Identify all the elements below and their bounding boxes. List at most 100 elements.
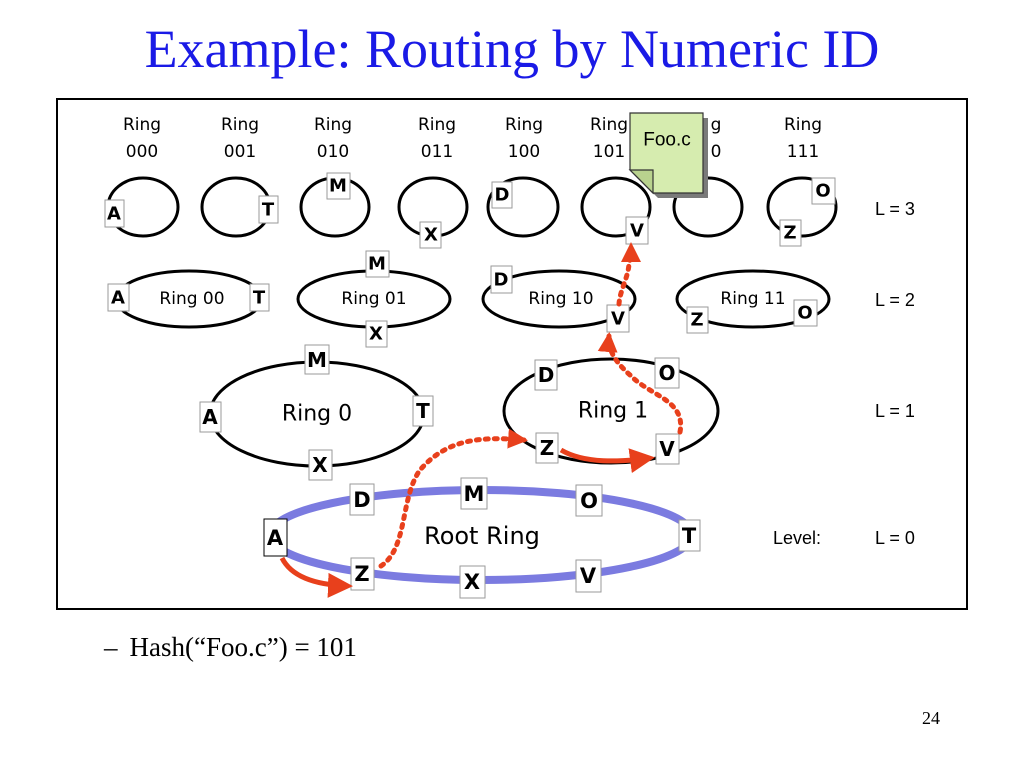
svg-text:Z: Z [690, 310, 703, 331]
ring-0-label: Ring 0 [282, 402, 352, 427]
slide-title: Example: Routing by Numeric ID [144, 19, 880, 79]
svg-text:X: X [464, 570, 480, 594]
node-l3-m: M [326, 172, 351, 200]
bullet-text: Hash(“Foo.c”) = 101 [129, 632, 357, 662]
svg-text:Ring: Ring [418, 115, 456, 135]
node-l3-d: D [491, 181, 513, 209]
svg-text:D: D [494, 270, 509, 291]
svg-text:Ring: Ring [505, 115, 543, 135]
svg-text:100: 100 [508, 142, 540, 162]
root-ring-label: Root Ring [424, 522, 540, 550]
node-l1-t: T [412, 395, 434, 427]
file-icon-foo-c: Foo.c [628, 112, 708, 198]
ring-10-label: Ring 10 [528, 289, 593, 309]
ring-1-label: Ring 1 [578, 399, 648, 424]
node-l0-t: T [678, 519, 701, 552]
svg-text:A: A [111, 288, 125, 309]
node-l3-v: V [625, 216, 649, 245]
ring-00-label: Ring 00 [159, 289, 224, 309]
bullet-hash: –Hash(“Foo.c”) = 101 [104, 632, 357, 663]
svg-text:101: 101 [593, 142, 625, 162]
node-l0-d: D [349, 483, 375, 516]
route-arrow-z-to-v [559, 447, 655, 474]
node-l0-v: V [575, 559, 602, 593]
svg-text:Z: Z [783, 223, 796, 244]
ring-11-label: Ring 11 [720, 289, 785, 309]
ring-label-110: g 0 [711, 115, 722, 162]
svg-text:D: D [353, 488, 370, 512]
svg-text:O: O [658, 361, 675, 385]
route-hop-v-to-ring10 [597, 332, 684, 435]
node-l1-x: X [308, 449, 333, 481]
svg-text:A: A [267, 526, 284, 550]
node-l2-m: M [365, 250, 390, 278]
node-l2-x: X [365, 320, 388, 348]
svg-text:O: O [580, 489, 598, 513]
svg-text:V: V [580, 564, 597, 588]
svg-text:V: V [659, 437, 675, 461]
svg-text:A: A [107, 204, 121, 225]
ring-label-010: Ring 010 [314, 115, 352, 162]
svg-text:Ring: Ring [221, 115, 259, 135]
level-prefix: Level: [773, 528, 821, 548]
svg-text:T: T [262, 200, 275, 221]
node-l3-a: A [104, 199, 125, 228]
node-l0-x: X [459, 565, 486, 599]
svg-text:V: V [611, 309, 625, 330]
level-label-2: L = 2 [875, 290, 915, 310]
svg-text:M: M [307, 348, 327, 372]
ring-01-label: Ring 01 [341, 289, 406, 309]
svg-text:000: 000 [126, 142, 158, 162]
route-hop-z-to-ring1 [378, 428, 528, 569]
bullet-dash: – [104, 632, 118, 662]
svg-text:Ring: Ring [123, 115, 161, 135]
svg-text:M: M [329, 176, 347, 197]
ring-label-011: Ring 011 [418, 115, 456, 162]
node-l1-z: Z [535, 432, 559, 464]
svg-text:011: 011 [421, 142, 453, 162]
node-l1-o: O [654, 357, 680, 389]
svg-text:M: M [464, 482, 485, 506]
node-l0-m: M [460, 477, 488, 510]
svg-text:D: D [538, 363, 555, 387]
node-l2-z: Z [686, 306, 709, 334]
ring-label-001: Ring 001 [221, 115, 259, 162]
node-l2-d: D [490, 265, 513, 294]
node-l1-m: M [304, 344, 330, 375]
node-l1-d: D [534, 359, 558, 391]
node-l0-a: A [263, 518, 288, 557]
node-l3-x: X [419, 221, 442, 249]
svg-text:D: D [495, 185, 510, 206]
slide-number: 24 [922, 708, 940, 728]
svg-text:X: X [369, 324, 383, 345]
ring-111 [766, 176, 838, 238]
svg-text:T: T [253, 288, 266, 309]
level-label-0: L = 0 [875, 528, 915, 548]
svg-text:T: T [416, 399, 430, 423]
ring-label-000: Ring 000 [123, 115, 161, 162]
node-l1-a: A [199, 401, 222, 433]
svg-text:Z: Z [540, 436, 555, 460]
node-l3-z: Z [779, 219, 802, 247]
ring-10 [481, 269, 637, 329]
ring-101 [580, 176, 652, 238]
svg-text:001: 001 [224, 142, 256, 162]
svg-text:V: V [630, 221, 644, 242]
node-l1-v: V [655, 433, 680, 465]
svg-text:O: O [797, 303, 812, 324]
svg-text:X: X [424, 225, 438, 246]
svg-text:Ring: Ring [784, 115, 822, 135]
svg-text:M: M [368, 254, 386, 275]
svg-text:111: 111 [787, 142, 819, 162]
file-label: Foo.c [643, 130, 691, 151]
svg-text:g: g [711, 115, 722, 135]
svg-text:A: A [202, 405, 218, 429]
svg-text:O: O [815, 181, 830, 202]
route-arrow-a-to-z [279, 556, 353, 598]
node-l2-t: T [249, 283, 270, 312]
svg-text:Ring: Ring [590, 115, 628, 135]
node-l0-o: O [575, 484, 603, 517]
level-label-1: L = 1 [875, 401, 915, 421]
node-l0-z: Z [350, 557, 375, 591]
